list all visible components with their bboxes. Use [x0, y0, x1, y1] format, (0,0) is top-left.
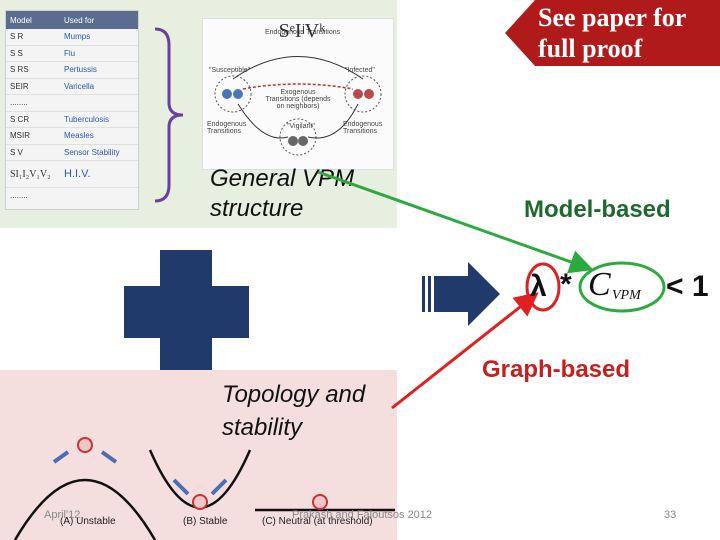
callout-line2: full proof: [538, 34, 643, 63]
callout-line1: See paper for: [538, 3, 687, 32]
cell-use: Tuberculosis: [64, 114, 110, 124]
table-row: SI₁I₂V₁V₂ H.I.V.: [6, 161, 138, 188]
formula-lambda: λ: [530, 270, 547, 303]
red-connector: [391, 292, 539, 410]
cell-model: S CR: [10, 114, 30, 124]
formula-vpm-subscript: VPM: [612, 288, 641, 303]
cell-model: S S: [10, 48, 23, 58]
cell-model: SEIR: [10, 81, 29, 91]
formula-less-than-one: < 1: [666, 270, 709, 303]
table-row: S RS Pertussis: [6, 62, 138, 79]
stability-curves: [13, 437, 395, 540]
cell-model: MSIR: [10, 131, 30, 141]
table-row: S CR Tuberculosis: [6, 112, 138, 128]
table-row: SEIR Varicella: [6, 79, 138, 95]
topology-label: Topology and stability: [222, 378, 392, 444]
cell-use: Measles: [64, 131, 94, 141]
cell-model: S V: [10, 147, 23, 157]
footer-author: Prakash and Faloutsos 2012: [292, 509, 433, 521]
cell-model: SI₁I₂V₁V₂: [10, 168, 51, 180]
topology-line1: Topology and: [222, 381, 366, 408]
label-vigilant: "Vigilant": [287, 123, 315, 130]
cvpm-highlight: [578, 261, 666, 313]
formula-c: C: [588, 266, 611, 303]
table-row: S V Sensor Stability: [6, 145, 138, 161]
caption-unstable: (A) Unstable: [60, 516, 116, 527]
table-header: Model Used for: [6, 11, 138, 29]
table-row: MSIR Measles: [6, 128, 138, 145]
vpm-diagram: Endogenous Transitions "Susceptible" "In…: [202, 18, 394, 170]
label-endogenous-top: Endogenous Transitions: [265, 29, 341, 36]
cell-use: Pertussis: [64, 65, 97, 75]
curly-brace-icon: [154, 27, 184, 203]
cell-model: S R: [10, 32, 24, 42]
model-table: Model Used for S R Mumps S S Flu S RS Pertu…: [5, 10, 139, 210]
cell-use: Mumps: [64, 32, 91, 42]
cell-use: Sensor Stability: [64, 147, 120, 157]
plus-icon: [124, 286, 249, 338]
lambda-highlight: [525, 262, 561, 312]
general-vpm-line2: structure: [210, 195, 304, 222]
cell-use: Flu: [64, 48, 76, 58]
table-row: ........: [6, 188, 138, 204]
table-row: ........: [6, 95, 138, 112]
header-used-for: Used for: [64, 15, 95, 25]
label-infected: "Infected": [345, 67, 375, 74]
label-endogenous-right: Endogenous Transitions: [343, 121, 383, 135]
model-based-label: Model-based: [524, 196, 671, 223]
vpm-title: SᵉIʲVᵏ: [278, 20, 326, 42]
label-endogenous-left: Endogenous Transitions: [207, 121, 247, 135]
footer-date: April'12: [44, 509, 81, 521]
caption-neutral: (C) Neutral (at threshold): [262, 516, 373, 527]
header-model: Model: [10, 15, 32, 25]
vpm-diagram-arrows: [214, 56, 382, 156]
table-row: S R Mumps: [6, 29, 138, 46]
general-vpm-line1: General VPM: [210, 165, 355, 192]
label-exogenous: Exogenous Transitions (depends on neighb…: [265, 89, 331, 110]
caption-stable: (B) Stable: [183, 516, 228, 527]
callout-shape: [505, 0, 720, 66]
formula-star: *: [560, 268, 572, 301]
cell-use: H.I.V.: [64, 168, 91, 180]
cell-model: ........: [10, 98, 28, 108]
slide-number: 33: [664, 509, 677, 521]
callout-text: See paper for full proof: [538, 2, 720, 64]
label-susceptible: "Susceptible": [209, 67, 251, 74]
cell-model: ........: [10, 191, 28, 201]
graph-based-label: Graph-based: [482, 356, 631, 383]
topology-line2: stability: [222, 414, 303, 441]
cell-use: Varicella: [64, 81, 95, 91]
green-connector: [317, 170, 594, 274]
implies-arrow-icon: [422, 262, 500, 326]
table-row: S S Flu: [6, 46, 138, 62]
cell-model: S RS: [10, 65, 29, 75]
general-vpm-label: General VPM structure: [210, 164, 390, 224]
